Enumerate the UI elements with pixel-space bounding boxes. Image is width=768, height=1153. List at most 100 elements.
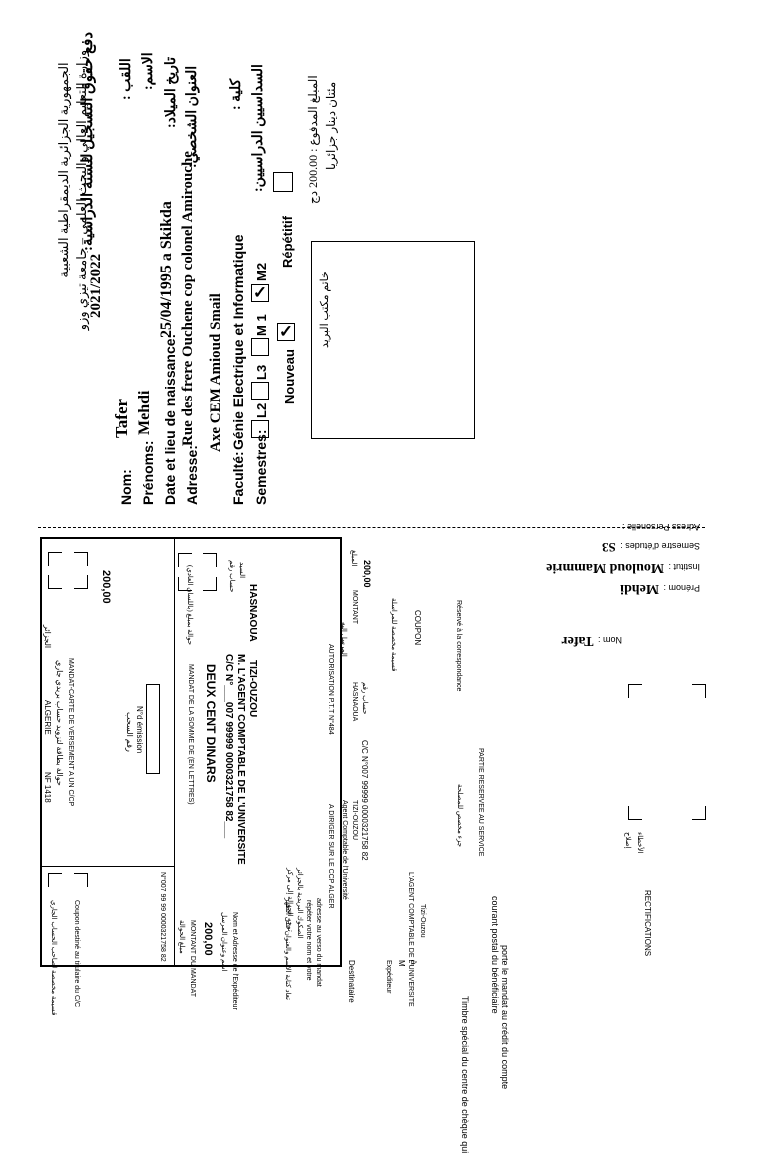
header-line1: الجمهورية الجزائرية الديمقراطية الشعبية: [56, 62, 71, 278]
corr-nom-label: Nom :: [597, 635, 622, 645]
ar-label-birth: تاريخ الميلاد:: [164, 56, 179, 128]
verso-fr-2: adresse au verso du mandat: [315, 898, 322, 987]
nouveau-label: Nouveau: [282, 349, 297, 404]
checkbox-l2[interactable]: [251, 420, 269, 438]
lower-cc-number: C/C N°007 99999 0000321758 82: [360, 740, 369, 861]
verso-ar: تعاد كتابة الاسم والعنوان على الظهر: [284, 898, 292, 1000]
nom-label: Nom:: [118, 469, 134, 505]
lower-montant-value: 200,00: [362, 560, 372, 588]
address-label: Adresse:: [184, 445, 200, 505]
checkbox-m2[interactable]: ✓: [251, 284, 269, 302]
check-mark-icon: ✓: [252, 283, 268, 302]
coupon-ar: قسيمة مخصصة للمراسلة: [390, 598, 398, 672]
mandat-carte: [40, 537, 342, 967]
mandat-words-label-ar: حوالة بمبلغ (باللسان العادي): [186, 565, 194, 646]
adresser-ccp: A DIRIGER SUR LE CCP ALGER: [327, 804, 334, 909]
lower-agent-line: Agent Comptable de l'Université: [341, 800, 348, 900]
faculty-value: Génie Electrique et Informatique: [230, 234, 246, 451]
nf-code: NF 1418: [43, 772, 52, 803]
send-ar-2: الصكوك البريدية بالجزائر: [296, 868, 304, 939]
birth-value: 25/04/1995 a Skikda: [158, 201, 175, 338]
country-ar: الجزائر: [43, 625, 52, 649]
expediteur-m: M: [397, 960, 406, 967]
coupon-account-number: N°007 99 99 0000321758 82: [159, 872, 166, 962]
amount-words-ar: مئتان دينار جزائريا: [324, 81, 338, 170]
sem-m1-label: M 1: [254, 314, 269, 336]
sem-m2-label: M2: [254, 262, 269, 281]
ar-label-firstname: الاسم:: [141, 52, 156, 90]
mandat-hasnaoua: HASNAOUA: [247, 584, 258, 642]
coupon-amount: 200,00: [202, 922, 214, 956]
coupon-title-ar: قسيمة مخصصة لصاحب الحساب الجاري: [50, 900, 58, 1016]
lower-montant-ar: المبلغ: [350, 550, 358, 567]
country-fr: ALGERIE: [43, 700, 52, 735]
birth-label: Date et lieu de naissance:: [162, 333, 178, 505]
sem-l2-label: L2: [254, 402, 269, 418]
corr-institut-label: Institut :: [668, 562, 700, 572]
courant-line: courant postal du bénéficiaire: [490, 896, 500, 1014]
mandat-title-ar: حوالة بطاقة لتزويد حساب بريدي جاري: [55, 660, 64, 786]
stamp-label: خاتم مكتب البريد: [319, 271, 331, 348]
timbre-line: Timbre spécial du centre de chèque qui: [460, 996, 470, 1153]
ar-label-faculty: كلية :: [229, 78, 244, 110]
cut-line: [38, 527, 705, 528]
repetitif-label: Répétitif: [280, 216, 295, 268]
coupon-montant-ar: مبلغ الحوالة: [178, 920, 186, 954]
corrections-ar-2: الأخطاء: [636, 832, 644, 854]
porte-line: porte le mandat au crédit du compte: [500, 945, 510, 1090]
checkbox-repetitif[interactable]: [273, 172, 293, 192]
rectifications-label: RECTIFICATIONS: [643, 890, 652, 957]
mandat-words-label: MANDAT DE LA SOMME DE (EN LETTRES): [187, 664, 194, 805]
corr-semestre-label: Semestre d'études :: [620, 541, 700, 551]
address-value-2: Axe CEM Amioud Smail: [208, 293, 224, 452]
coupon-title-fr: Coupon destiné au titulaire du C/C: [73, 900, 80, 1008]
lower-tizi: TIZI-OUZOU: [351, 800, 358, 841]
corr-semestre-value: S3: [602, 540, 616, 555]
account-ar: حساب رقم: [228, 560, 236, 593]
faculty-label: Faculté:: [230, 451, 246, 505]
expediteur-label: Expéditeur: [385, 960, 392, 994]
semesters-label: Semestres:: [253, 429, 269, 506]
reserve-service: PARTIE RESERVEE AU SERVICE: [477, 748, 484, 857]
lower-account-ar: حساب رقم: [361, 682, 369, 715]
mandat-beneficiary: M. L'AGENT COMPTABLE DE L'UNIVERSITE: [235, 654, 246, 865]
address-value: Rue des frere Ouchene cop colonel Amirou…: [180, 151, 196, 446]
sender-name-ar: اسم وعنوان المرسل: [220, 912, 228, 972]
sender-name-fr: Nom et Adresse de l'Expéditeur: [231, 912, 238, 1010]
emission-fr: N°d émission: [135, 706, 144, 754]
ar-label-semesters: السداسيين الدراسيين:: [251, 64, 266, 192]
expediteur-city: Tizi-Ouzou: [419, 904, 426, 938]
verso-fr-1: répéter votre nom et votre: [305, 900, 312, 981]
reserve-correspondance: Réservé à la correspondance: [455, 600, 462, 692]
mandat-cc-number: C/C N°___007 99999 0000321758 82___: [223, 654, 234, 839]
academic-year: 2021/2022: [88, 253, 104, 318]
emission-number-box[interactable]: [146, 684, 160, 774]
sem-l3-label: L3: [254, 364, 269, 380]
post-office-stamp-box: [311, 241, 475, 439]
mandat-city: TIZI-OUZOU: [247, 660, 258, 718]
corr-nom-value: Tafer: [561, 633, 594, 648]
mandat-title-fr: MANDAT-CARTE DE VERSEMENT A UN C/CP: [67, 658, 74, 807]
form-title: دفع حقوق التسجيل للسنة الدراسية:: [80, 32, 96, 251]
ar-label-surname: اللقب :: [119, 58, 134, 100]
checkbox-l3[interactable]: [251, 382, 269, 400]
lower-sender-ar: المرسل إليه: [340, 622, 348, 657]
checkbox-m1[interactable]: [251, 338, 269, 356]
reserve-service-ar: جزء مخصص للمصلحة: [456, 784, 464, 848]
autorisation: AUTORISATION P.T.T N°484: [327, 644, 334, 735]
prenoms-value: Mehdi: [136, 390, 153, 435]
check-mark-icon: ✓: [278, 322, 294, 341]
lower-montant-fr: MONTANT: [351, 590, 358, 625]
corr-institut-value: Mouloud Mammrie: [546, 560, 665, 575]
nom-value: Tafer: [112, 398, 131, 438]
checkbox-nouveau[interactable]: ✓: [277, 323, 295, 341]
lower-hasnaoua: HASNAOUA: [351, 682, 358, 722]
coupon-label: COUPON: [413, 610, 422, 646]
prenoms-label: Prénoms:: [140, 440, 156, 505]
mandat-amount: 200,00: [100, 570, 112, 604]
amount-ar: المبلغ المدفوع : 200.00 دج: [306, 75, 320, 204]
corr-adresse-label: Adress Personelle :: [621, 522, 700, 532]
corr-prenom-value: Mehdi: [620, 581, 660, 596]
corr-prenom-label: Prénom :: [663, 583, 700, 593]
destinataire-label: Destinataire: [347, 960, 356, 1003]
